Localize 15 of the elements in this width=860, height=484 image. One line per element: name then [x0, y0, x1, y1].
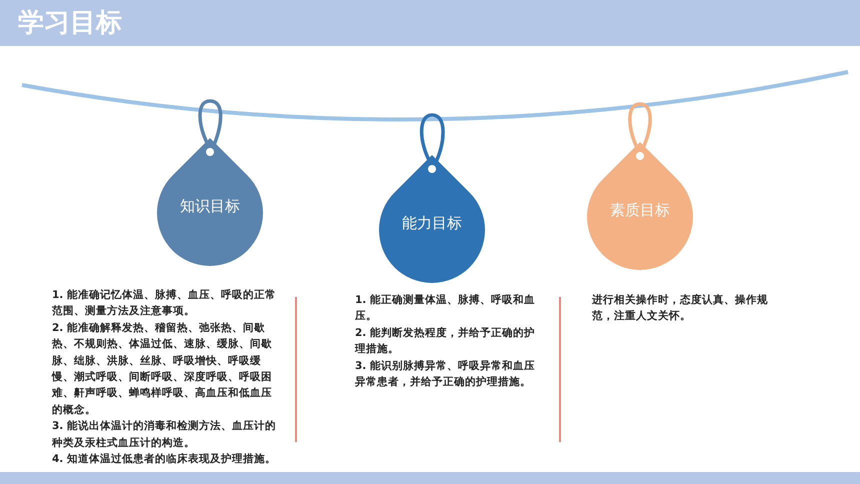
objective-text: 进行相关操作时，态度认真、操作规范，注重人文关怀。	[592, 292, 769, 324]
objective-text: 4. 知道体温过低患者的临床表现及护理措施。	[52, 452, 277, 468]
objective-text: 3. 能说出体温计的消毒和检测方法、血压计的种类及汞柱式血压计的构造。	[52, 418, 277, 451]
tag-label: 素质目标	[609, 200, 671, 220]
objective-text: 2. 能准确解释发热、稽留热、弛张热、间歇热、不规则热、体温过低、速脉、缓脉、间歇脉、绌脉、洪脉、丝脉、呼吸增快、呼吸缓慢、潮式呼吸、间断呼吸、深度呼吸、呼吸困难、鼾声呼吸、蝉鸣样呼吸、高血压和低血压的概念。	[52, 320, 273, 418]
hanging-tag	[379, 155, 485, 283]
tag-label: 知识目标	[179, 196, 241, 216]
hanging-tag	[157, 138, 263, 266]
objective-text: 3. 能识别脉搏异常、呼吸异常和血压异常患者，并给予正确的护理措施。	[355, 358, 536, 390]
objective-text: 1. 能准确记忆体温、脉搏、血压、呼吸的正常范围、测量方法及注意事项。	[52, 288, 277, 320]
hanging-tag	[587, 142, 693, 270]
title: 学习目标	[18, 7, 122, 40]
tag-label: 能力目标	[401, 213, 463, 233]
objective-text: 2. 能判断发热程度，并给予正确的护理措施。	[355, 326, 536, 358]
objective-text: 1. 能正确测量体温、脉搏、呼吸和血压。	[355, 293, 536, 324]
